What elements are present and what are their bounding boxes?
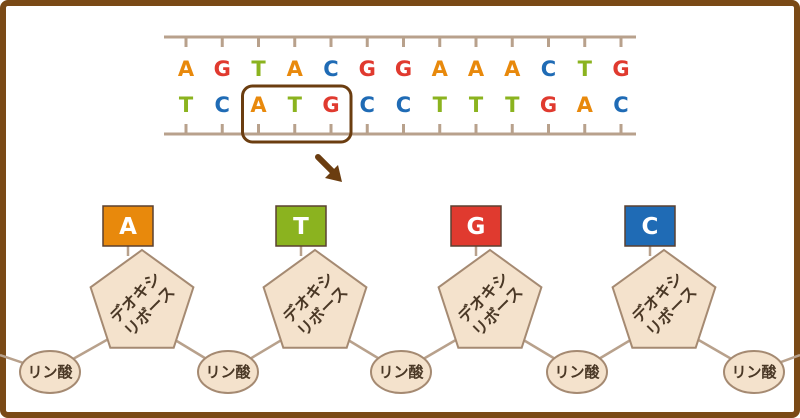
base-letter: G [467,214,486,240]
bottom-base: T [433,93,448,117]
bottom-base: T [469,93,484,117]
base-box-a [102,205,154,247]
phosphate-label: リン酸 [205,363,251,381]
phosphate-ellipse [197,350,259,394]
deoxyribose-pentagon [89,248,195,349]
phosphate-ellipse [19,350,81,394]
top-base: C [541,57,556,81]
phosphate-label: リン酸 [378,363,424,381]
base-letter: A [119,214,137,240]
phosphate-label: リン酸 [731,363,777,381]
base-letter: C [642,214,659,240]
top-base: G [214,57,231,81]
phosphate-group: リン酸 [723,350,785,394]
base-letter: T [293,214,309,240]
top-base: A [468,57,485,81]
phosphate-groups: リン酸 リン酸 リン酸 リン酸 リン酸 [19,350,785,394]
phosphate-group: リン酸 [19,350,81,394]
bottom-base: A [250,93,267,117]
top-base: G [359,57,376,81]
phosphate-label: リン酸 [27,363,73,381]
down-right-arrow-icon [315,154,342,182]
top-base: A [432,57,449,81]
top-base: G [612,57,629,81]
bottom-base: C [360,93,375,117]
bottom-base: C [613,93,628,117]
bottom-base: A [577,93,594,117]
phosphate-group: リン酸 [197,350,259,394]
bottom-base: G [540,93,557,117]
bottom-base: T [288,93,303,117]
base-box-c [624,205,676,247]
base-box-g [450,205,502,247]
top-base: T [251,57,266,81]
top-base: A [178,57,195,81]
deoxyribose-pentagon [437,248,543,349]
bottom-base: T [179,93,194,117]
bottom-base: C [396,93,411,117]
phosphate-group: リン酸 [546,350,608,394]
top-base: A [287,57,304,81]
strand-ticks [184,37,623,134]
top-base: T [578,57,593,81]
bottom-base: C [215,93,230,117]
bottom-base: T [505,93,520,117]
phosphate-group: リン酸 [370,350,432,394]
phosphate-ellipse [370,350,432,394]
top-base: C [323,57,338,81]
phosphate-label: リン酸 [554,363,600,381]
deoxyribose-pentagon [611,248,717,349]
highlight-box [241,84,353,144]
base-box-t [275,205,327,247]
top-base: A [504,57,521,81]
phosphate-ellipse [723,350,785,394]
top-base: G [395,57,412,81]
deoxyribose-pentagon [262,248,368,349]
bottom-base: G [322,93,339,117]
phosphate-ellipse [546,350,608,394]
